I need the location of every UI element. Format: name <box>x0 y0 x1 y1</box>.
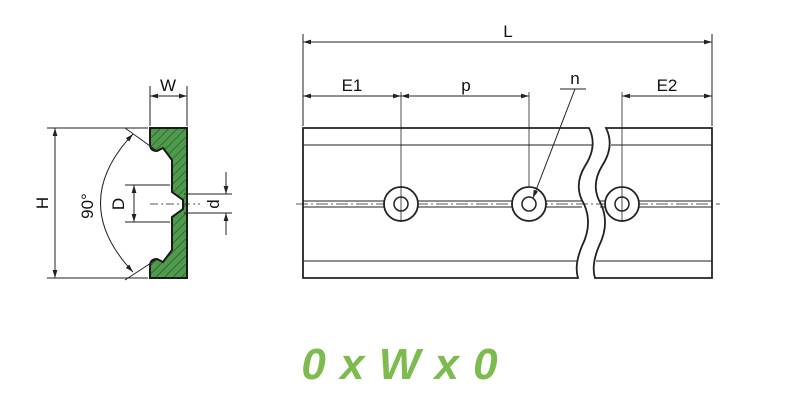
angle-leg-bottom <box>124 258 158 281</box>
l-label: L <box>503 22 512 41</box>
rail-segment-left <box>302 127 594 279</box>
e2-label: E2 <box>657 76 678 95</box>
cross-section: W H 90° D d <box>33 76 232 281</box>
d-big-label: D <box>109 198 128 210</box>
n-leader-line <box>532 88 576 199</box>
angle-label: 90° <box>78 193 97 219</box>
d-small-label: d <box>204 199 223 208</box>
h-label: H <box>33 197 52 209</box>
e1-label: E1 <box>342 76 363 95</box>
w-label: W <box>160 76 176 95</box>
angle-arc <box>100 133 134 273</box>
angle-leg-top <box>124 127 158 152</box>
p-label: p <box>461 76 470 95</box>
rail-profile <box>149 127 188 279</box>
hole-2 <box>511 186 547 222</box>
dimension-caption: 0 x W x 0 <box>301 340 499 389</box>
side-view: L E1 p E2 n <box>296 22 720 279</box>
n-label: n <box>570 69 579 88</box>
